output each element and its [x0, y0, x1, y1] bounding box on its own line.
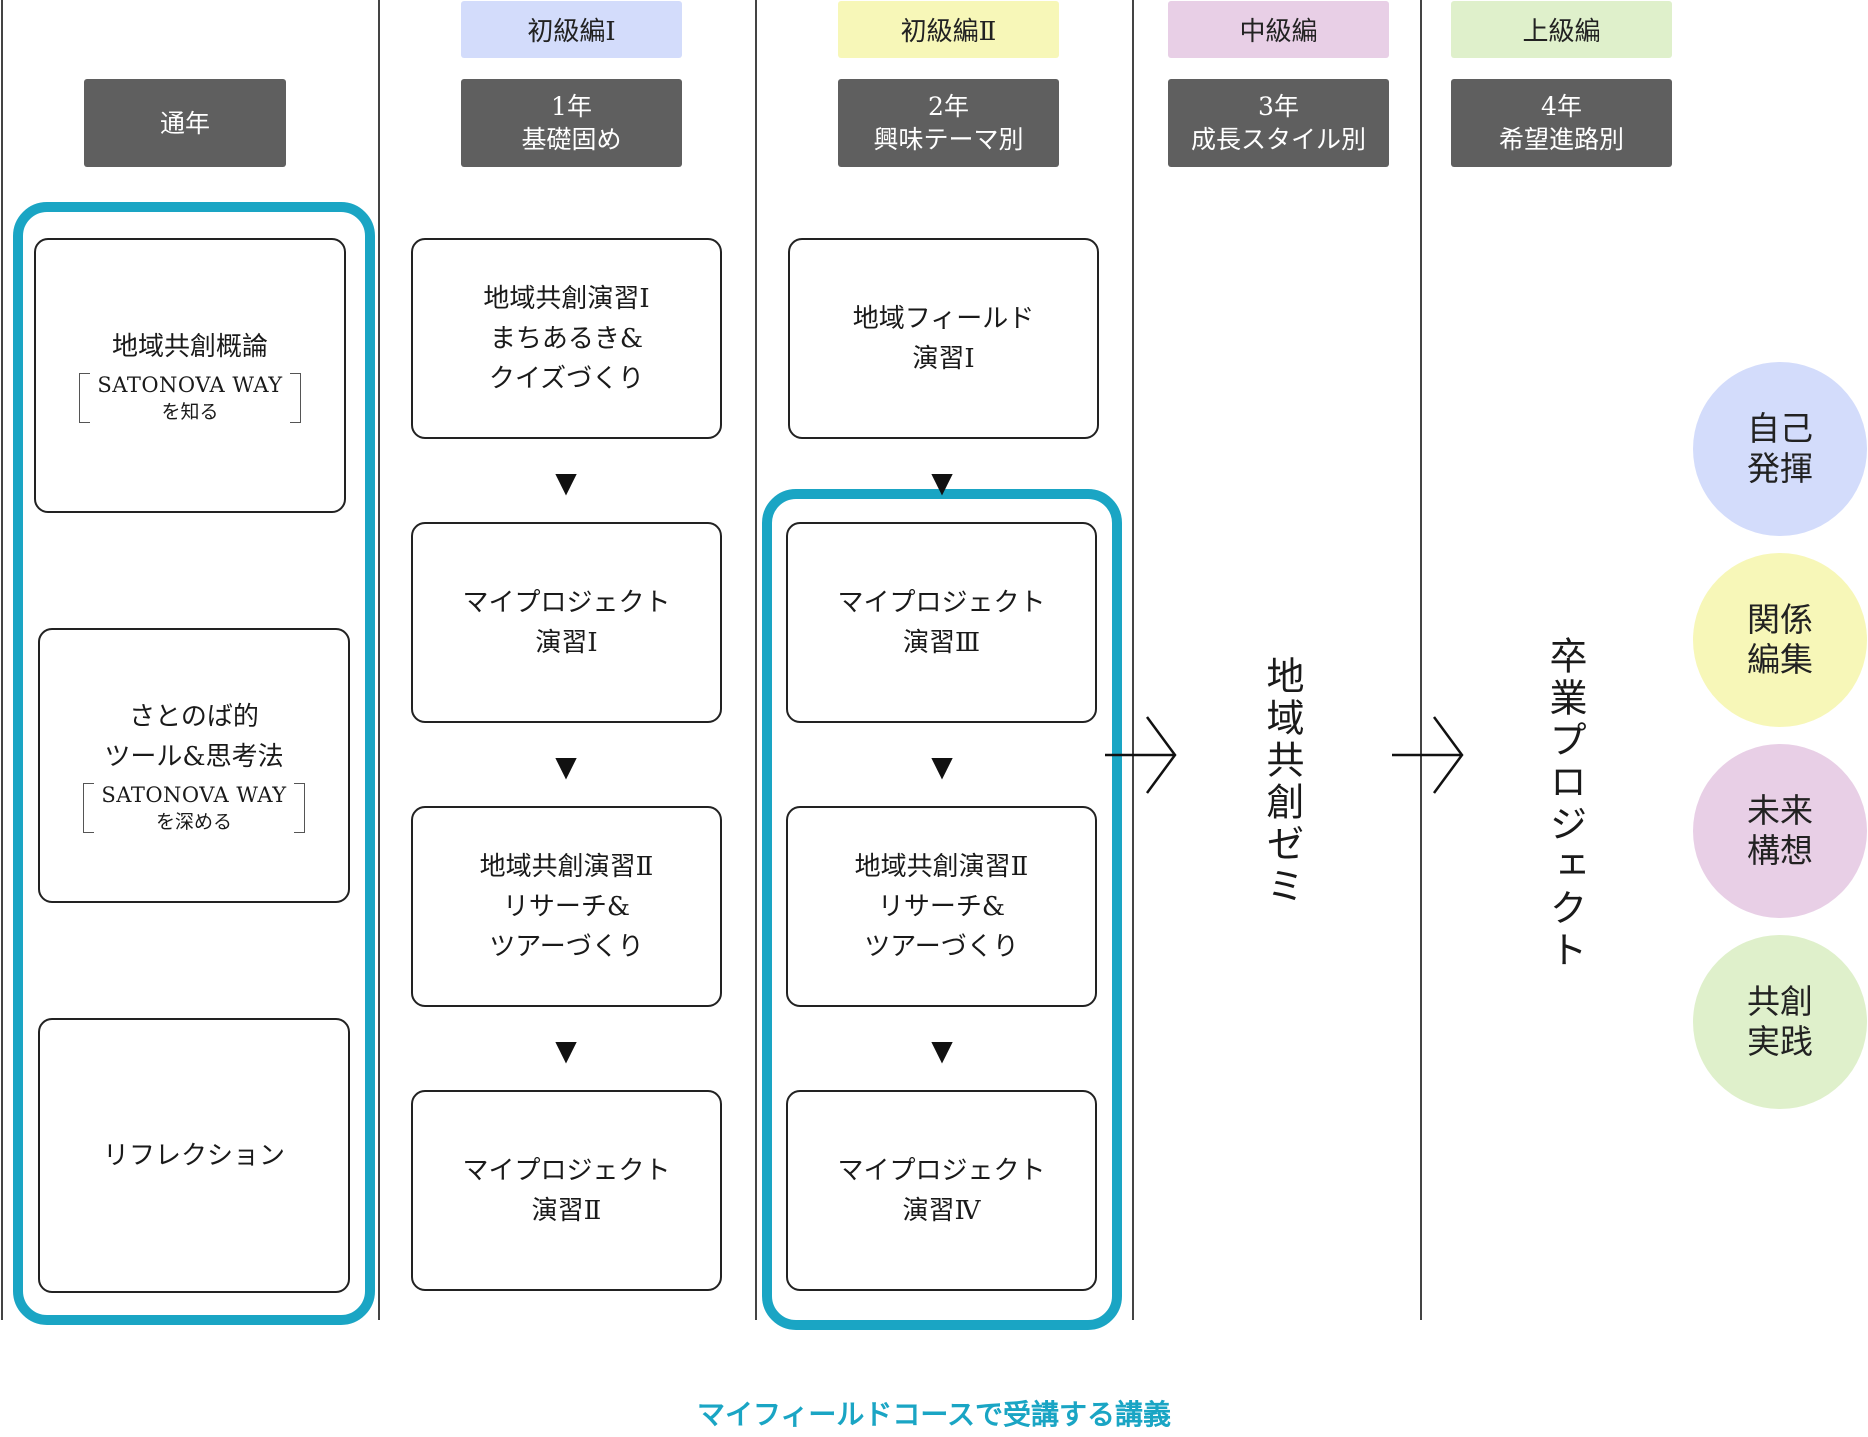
course-line3: ツアーづくり — [489, 931, 644, 962]
course-box-y1-1: 地域共創演習Ⅰ まちあるき& クイズづくり — [411, 238, 722, 439]
flow-marker: ▼ — [931, 466, 953, 499]
bracket-right — [289, 372, 301, 423]
course-subtitle-line2: を知る — [161, 400, 219, 423]
year4-label: 卒業プロジェクト — [1543, 636, 1587, 972]
flow-marker: ▼ — [931, 1034, 953, 1067]
value-line1: 関係 — [1747, 600, 1813, 639]
course-line1: マイプロジェクト — [462, 1155, 671, 1186]
flow-marker: ▼ — [555, 750, 577, 783]
highlight-frame-year2 — [762, 489, 1122, 1330]
header-year3: 3年 成長スタイル別 — [1168, 79, 1389, 167]
course-title: リフレクション — [102, 1140, 285, 1171]
course-line2: 演習Ⅰ — [535, 627, 598, 658]
column-divider-5 — [1420, 0, 1422, 1320]
course-line3: ツアーづくり — [864, 931, 1019, 962]
course-line1: マイプロジェクト — [837, 587, 1046, 618]
header-year4-line2: 希望進路別 — [1498, 125, 1624, 154]
header-year1: 1年 基礎固め — [461, 79, 682, 167]
highlight-frame-all-year — [13, 202, 375, 1325]
header-year1-line1: 1年 — [551, 92, 592, 121]
course-line2: 演習Ⅱ — [531, 1195, 602, 1226]
value-circle-3: 未来 構想 — [1693, 744, 1867, 918]
course-subtitle-bracket: SATONOVA WAY を深める — [83, 781, 305, 835]
flow-marker: ▼ — [555, 1034, 577, 1067]
course-box-reflection: リフレクション — [38, 1018, 350, 1293]
header-year4: 4年 希望進路別 — [1451, 79, 1672, 167]
value-circle-4: 共創 実践 — [1693, 935, 1867, 1109]
course-box-y1-4: マイプロジェクト 演習Ⅱ — [411, 1090, 722, 1291]
course-box-y1-3: 地域共創演習Ⅱ リサーチ& ツアーづくり — [411, 806, 722, 1007]
header-year1-line2: 基礎固め — [521, 125, 622, 154]
header-all-year: 通年 — [84, 79, 286, 167]
course-line2: 演習Ⅳ — [902, 1195, 981, 1226]
header-year4-line1: 4年 — [1541, 92, 1582, 121]
level-tag-intermediate: 中級編 — [1168, 1, 1389, 58]
course-line3: クイズづくり — [488, 363, 645, 394]
bracket-left — [83, 782, 95, 833]
value-line2: 構想 — [1747, 831, 1813, 870]
course-line1: 地域共創演習Ⅰ — [483, 283, 650, 314]
course-title-line1: さとのば的 — [129, 701, 259, 732]
course-box-y2-2: マイプロジェクト 演習Ⅲ — [786, 522, 1097, 723]
value-circle-2: 関係 編集 — [1693, 553, 1867, 727]
right-arrow-icon — [1392, 716, 1464, 794]
course-line1: マイプロジェクト — [462, 587, 671, 618]
value-line2: 発揮 — [1747, 449, 1813, 488]
course-line1: 地域共創演習Ⅱ — [854, 851, 1029, 882]
legend-caption: マイフィールドコースで受講する講義 — [696, 1398, 1172, 1431]
course-title-line2: ツール&思考法 — [104, 741, 284, 772]
course-line2: まちあるき& — [489, 323, 644, 354]
course-box-tools: さとのば的 ツール&思考法 SATONOVA WAY を深める — [38, 628, 350, 903]
column-divider-2 — [378, 0, 380, 1320]
course-box-y2-4: マイプロジェクト 演習Ⅳ — [786, 1090, 1097, 1291]
value-line2: 編集 — [1747, 640, 1813, 679]
header-year2-line1: 2年 — [928, 92, 969, 121]
course-box-y1-2: マイプロジェクト 演習Ⅰ — [411, 522, 722, 723]
column-divider-3 — [755, 0, 757, 1320]
right-arrow-icon — [1105, 716, 1177, 794]
course-line1: 地域フィールド — [852, 303, 1035, 334]
value-circle-1: 自己 発揮 — [1693, 362, 1867, 536]
course-subtitle-line2: を深める — [155, 810, 232, 833]
course-line2: リサーチ& — [877, 891, 1006, 922]
header-year2-line2: 興味テーマ別 — [873, 125, 1024, 154]
course-line1: マイプロジェクト — [837, 1155, 1046, 1186]
value-line1: 共創 — [1747, 982, 1813, 1021]
course-subtitle-line1: SATONOVA WAY — [97, 372, 283, 397]
year3-label: 地域共創ゼミ — [1260, 656, 1304, 908]
value-line2: 実践 — [1747, 1022, 1813, 1061]
level-tag-beginner2: 初級編Ⅱ — [838, 1, 1059, 58]
course-box-y2-1: 地域フィールド 演習Ⅰ — [788, 238, 1099, 439]
course-line2: 演習Ⅰ — [912, 343, 975, 374]
header-all-year-label: 通年 — [159, 108, 210, 138]
course-line2: リサーチ& — [502, 891, 631, 922]
flow-marker: ▼ — [931, 750, 953, 783]
course-subtitle-line1: SATONOVA WAY — [101, 782, 287, 807]
flow-marker: ▼ — [555, 466, 577, 499]
bracket-left — [79, 372, 91, 423]
value-line1: 未来 — [1747, 791, 1813, 830]
course-box-intro: 地域共創概論 SATONOVA WAY を知る — [34, 238, 346, 513]
course-line1: 地域共創演習Ⅱ — [479, 851, 654, 882]
value-line1: 自己 — [1747, 409, 1813, 448]
level-tag-advanced: 上級編 — [1451, 1, 1672, 58]
header-year3-line2: 成長スタイル別 — [1190, 125, 1366, 154]
course-title: 地域共創概論 — [111, 331, 268, 362]
course-box-y2-3: 地域共創演習Ⅱ リサーチ& ツアーづくり — [786, 806, 1097, 1007]
level-tag-beginner1: 初級編Ⅰ — [461, 1, 682, 58]
bracket-right — [293, 782, 305, 833]
course-line2: 演習Ⅲ — [902, 627, 981, 658]
header-year2: 2年 興味テーマ別 — [838, 79, 1059, 167]
header-year3-line1: 3年 — [1258, 92, 1299, 121]
course-subtitle-bracket: SATONOVA WAY を知る — [79, 371, 301, 425]
column-divider-1 — [1, 0, 3, 1320]
column-divider-4 — [1132, 0, 1134, 1320]
